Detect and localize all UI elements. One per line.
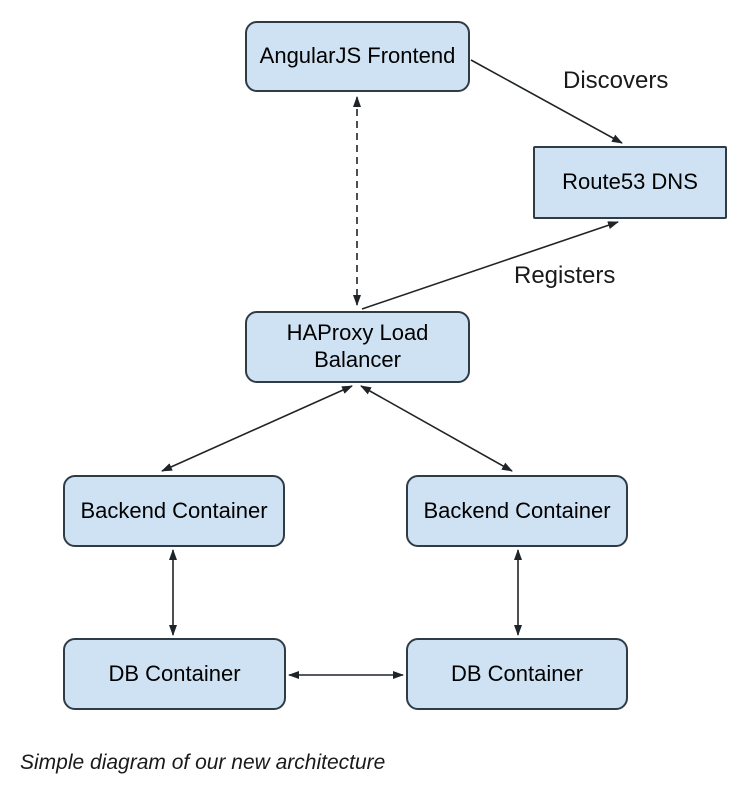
node-route53-dns: Route53 DNS [533, 146, 727, 219]
edge-frontend-discovers-route53 [470, 59, 623, 144]
edge-label-discovers: Discovers [563, 67, 669, 94]
node-route53-dns-label: Route53 DNS [562, 169, 698, 195]
diagram-caption: Simple diagram of our new architecture [20, 751, 386, 774]
node-db-container-left: DB Container [63, 638, 286, 710]
edge-label-registers: Registers [514, 262, 616, 289]
edge-haproxy-backend-left [161, 385, 353, 472]
node-haproxy-load-balancer-label: HAProxy Load Balancer [286, 320, 429, 372]
node-backend-container-left: Backend Container [63, 475, 285, 547]
node-angularjs-frontend-label: AngularJS Frontend [259, 43, 456, 69]
node-angularjs-frontend: AngularJS Frontend [245, 21, 470, 92]
node-db-container-left-label: DB Container [108, 660, 241, 686]
edge-haproxy-backend-right [360, 385, 513, 472]
edge-haproxy-registers-route53 [361, 221, 619, 310]
node-backend-container-right: Backend Container [406, 475, 628, 547]
node-db-container-right: DB Container [406, 638, 628, 710]
node-backend-container-left-label: Backend Container [80, 497, 268, 523]
node-haproxy-load-balancer: HAProxy Load Balancer [245, 311, 470, 383]
node-db-container-right-label: DB Container [450, 660, 584, 686]
node-backend-container-right-label: Backend Container [423, 497, 611, 523]
